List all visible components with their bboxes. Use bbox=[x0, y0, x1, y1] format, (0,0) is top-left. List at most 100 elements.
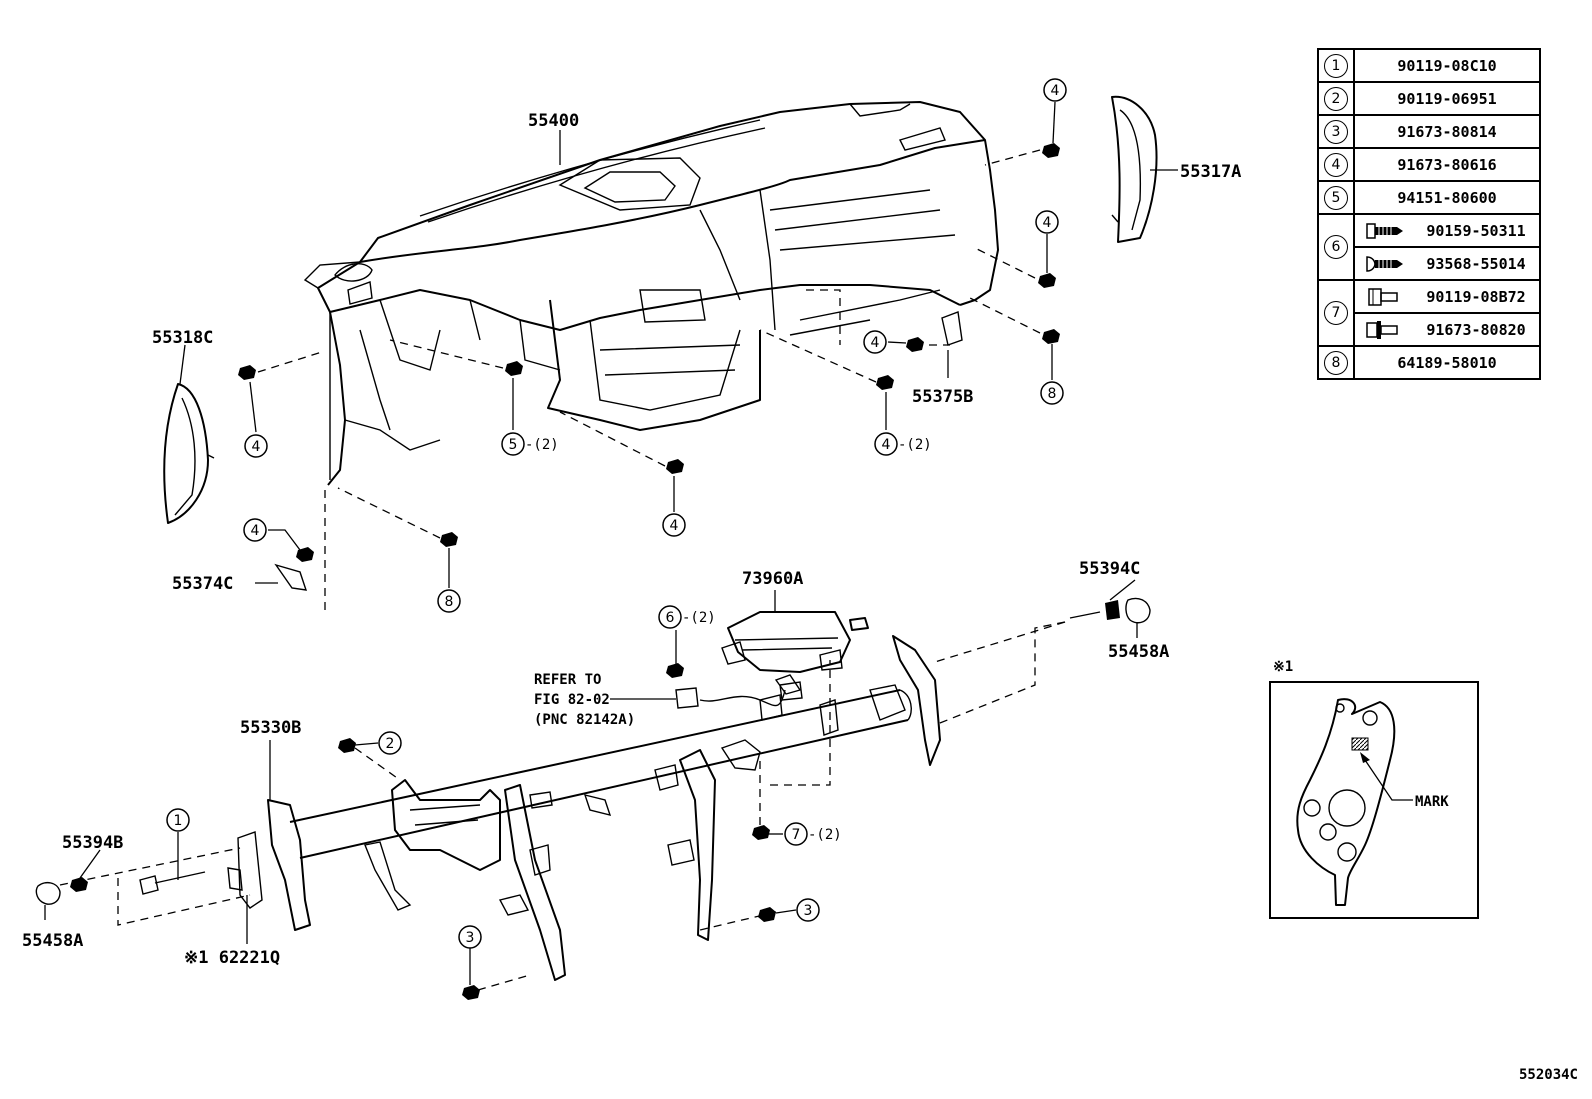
label-55330B: 55330B bbox=[240, 718, 301, 738]
legend-row: 8 64189-58010 bbox=[1317, 345, 1541, 380]
callout-4-f: 4 bbox=[662, 513, 686, 537]
svg-text:4: 4 bbox=[252, 439, 261, 455]
callout-6: 6 bbox=[658, 605, 682, 629]
label-55317A: 55317A bbox=[1180, 162, 1241, 182]
instrument-panel-55400 bbox=[303, 101, 999, 486]
legend-part: 90159-50311 bbox=[1413, 213, 1541, 248]
legend-row: 3 91673-80814 bbox=[1317, 114, 1541, 149]
screw-grommet-icon bbox=[1353, 246, 1413, 281]
svg-text:5: 5 bbox=[509, 437, 518, 453]
svg-text:1: 1 bbox=[174, 813, 183, 829]
qty-7: -(2) bbox=[808, 827, 842, 843]
refer-line-3: (PNC 82142A) bbox=[534, 712, 635, 728]
legend-part: 90119-06951 bbox=[1353, 81, 1541, 116]
svg-text:4: 4 bbox=[1051, 83, 1060, 99]
legend-row: 7 90119-08B72 bbox=[1317, 279, 1541, 347]
legend-num: 6 bbox=[1324, 235, 1348, 259]
legend-part: 91673-80814 bbox=[1353, 114, 1541, 149]
refer-line-2: FIG 82-02 bbox=[534, 692, 610, 708]
qty-6: -(2) bbox=[682, 610, 716, 626]
inset-detail: ※1 MARK bbox=[1269, 659, 1479, 919]
lower-dashed-guides bbox=[59, 621, 1066, 991]
legend-row: 91673-80820 bbox=[1318, 312, 1541, 347]
svg-text:8: 8 bbox=[1048, 386, 1057, 402]
panel-fasteners bbox=[238, 143, 1060, 591]
callout-7: 7 bbox=[784, 822, 808, 846]
callout-8-a: 8 bbox=[1040, 381, 1064, 405]
svg-text:8: 8 bbox=[445, 594, 454, 610]
svg-text:3: 3 bbox=[804, 903, 813, 919]
legend-num: 5 bbox=[1324, 185, 1348, 210]
flange-bolt-icon bbox=[1353, 312, 1413, 347]
svg-text:3: 3 bbox=[466, 930, 475, 946]
label-55318C: 55318C bbox=[152, 328, 213, 348]
callout-4-g: 4 bbox=[243, 518, 267, 542]
callout-5: 5 bbox=[501, 432, 525, 456]
legend-num: 2 bbox=[1324, 86, 1348, 111]
svg-text:4: 4 bbox=[251, 523, 260, 539]
legend-row: 5 94151-80600 bbox=[1317, 180, 1541, 215]
legend-row: 6 90159-50311 bbox=[1317, 213, 1541, 281]
legend-part: 91673-80820 bbox=[1413, 312, 1541, 347]
beam-fasteners bbox=[35, 597, 1151, 1000]
callout-3-a: 3 bbox=[796, 898, 820, 922]
legend-num: 7 bbox=[1324, 301, 1348, 325]
airbag-73960A bbox=[675, 611, 869, 709]
label-55400: 55400 bbox=[528, 111, 579, 131]
upper-leader-lines bbox=[179, 101, 1178, 588]
callout-2: 2 bbox=[378, 731, 402, 755]
label-55394B: 55394B bbox=[62, 833, 123, 853]
svg-text:4: 4 bbox=[882, 437, 891, 453]
legend-num: 3 bbox=[1324, 119, 1348, 144]
svg-text:7: 7 bbox=[792, 827, 801, 843]
svg-text:6: 6 bbox=[666, 610, 675, 626]
inset-title: ※1 bbox=[1273, 659, 1293, 675]
refer-line-1: REFER TO bbox=[534, 672, 601, 688]
svg-text:4: 4 bbox=[670, 518, 679, 534]
label-62221Q: ※1 62221Q bbox=[184, 948, 280, 968]
legend-row: 4 91673-80616 bbox=[1317, 147, 1541, 182]
legend-row: 2 90119-06951 bbox=[1317, 81, 1541, 116]
lower-leader-lines bbox=[44, 579, 1138, 985]
callout-4-b: 4 bbox=[1035, 210, 1059, 234]
legend-part: 64189-58010 bbox=[1353, 345, 1541, 380]
legend-num: 8 bbox=[1324, 350, 1348, 375]
label-55458A-left: 55458A bbox=[22, 931, 83, 951]
reinforcement-beam-55330B bbox=[227, 635, 941, 981]
label-55375B: 55375B bbox=[912, 387, 973, 407]
bolt-icon bbox=[1353, 279, 1413, 314]
svg-text:4: 4 bbox=[1043, 215, 1052, 231]
figure-code: 552034C bbox=[1518, 1067, 1578, 1083]
legend-part: 90119-08C10 bbox=[1353, 48, 1541, 83]
label-55374C: 55374C bbox=[172, 574, 233, 594]
legend-row: 93568-55014 bbox=[1318, 246, 1541, 281]
callout-8-b: 8 bbox=[437, 589, 461, 613]
callout-1: 1 bbox=[166, 808, 190, 832]
legend-num: 1 bbox=[1324, 53, 1348, 78]
side-panel-55317A bbox=[1111, 95, 1158, 243]
legend-row: 1 90119-08C10 bbox=[1317, 48, 1541, 83]
svg-text:4: 4 bbox=[871, 335, 880, 351]
part-number-legend: 1 90119-08C10 2 90119-06951 3 91673-8081… bbox=[1317, 48, 1541, 380]
label-73960A: 73960A bbox=[742, 569, 803, 589]
legend-num: 4 bbox=[1324, 152, 1348, 177]
qty-5: -(2) bbox=[525, 437, 559, 453]
side-panel-55318C bbox=[163, 383, 215, 524]
screw-grommet-icon bbox=[1353, 213, 1413, 248]
qty-4: -(2) bbox=[898, 437, 932, 453]
callout-4-c: 4 bbox=[863, 330, 887, 354]
callout-4-a: 4 bbox=[1043, 78, 1067, 102]
legend-part: 93568-55014 bbox=[1413, 246, 1541, 281]
callout-3-b: 3 bbox=[458, 925, 482, 949]
callout-4-e: 4 bbox=[874, 432, 898, 456]
legend-part: 90119-08B72 bbox=[1413, 279, 1541, 314]
legend-part: 94151-80600 bbox=[1353, 180, 1541, 215]
legend-part: 91673-80616 bbox=[1353, 147, 1541, 182]
svg-text:2: 2 bbox=[386, 736, 395, 752]
callout-4-d: 4 bbox=[244, 434, 268, 458]
label-55394C: 55394C bbox=[1079, 559, 1140, 579]
label-55458A-right: 55458A bbox=[1108, 642, 1169, 662]
upper-dashed-guides bbox=[257, 149, 1041, 615]
mark-label: MARK bbox=[1415, 794, 1449, 810]
